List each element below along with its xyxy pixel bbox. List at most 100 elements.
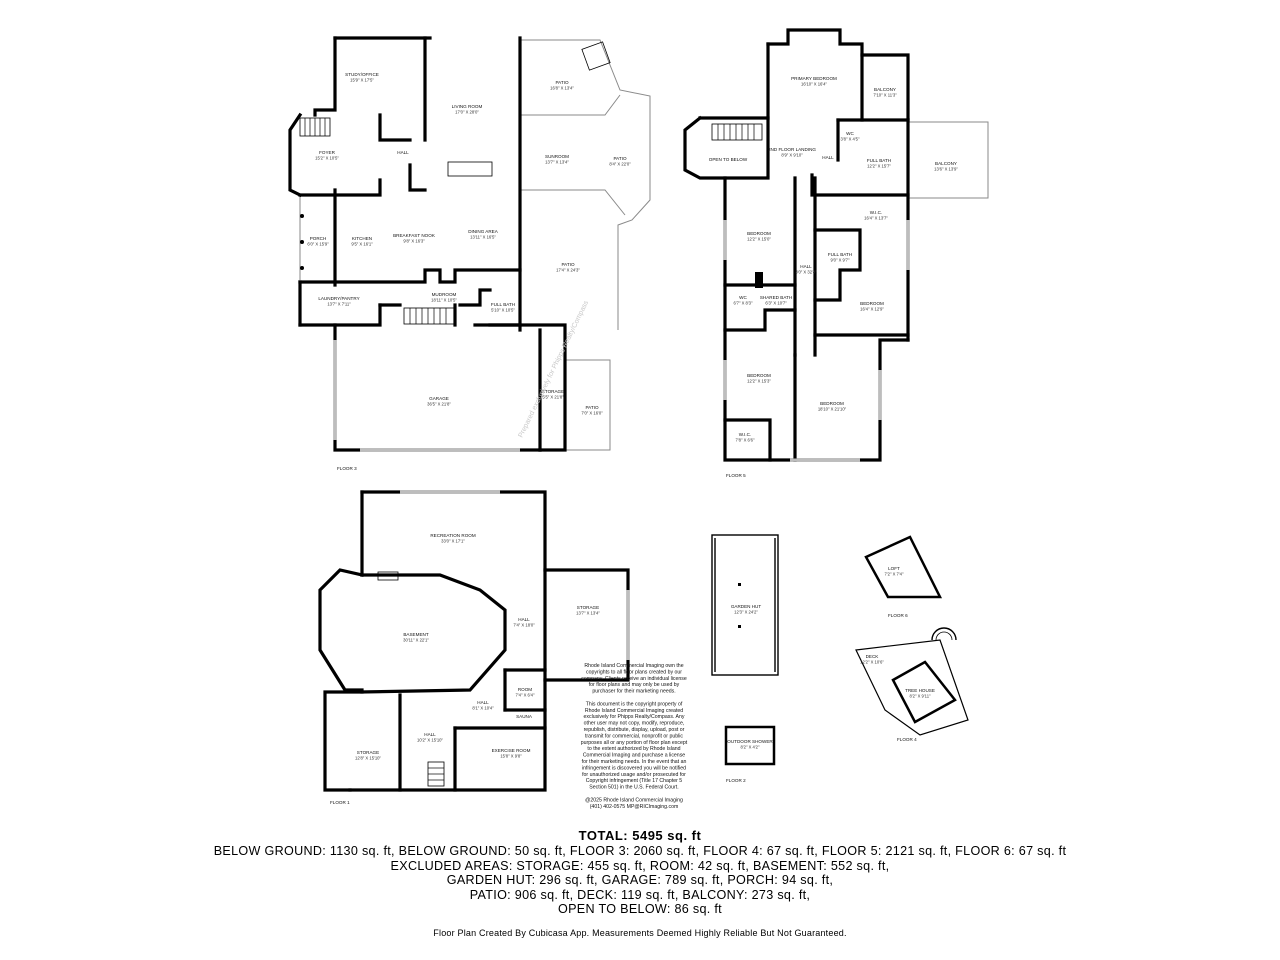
- area-line: PATIO: 906 sq. ft, DECK: 119 sq. ft, BAL…: [469, 887, 811, 902]
- room-label-rec: RECREATION ROOM: [430, 533, 476, 538]
- room-dimension-patio2: 8'4" X 22'0": [609, 162, 631, 167]
- room-dimension-gardenhut: 12'3" X 24'2": [734, 610, 758, 615]
- floor-5-label: FLOOR 5: [726, 473, 746, 478]
- room-dimension-bed3: 12'2" X 15'3": [747, 379, 771, 384]
- room-dimension-dining: 13'11" X 16'5": [470, 235, 496, 240]
- copyright-line: republish, distribute, display, upload, …: [584, 727, 685, 733]
- room-label-laundry: LAUNDRY/PANTRY: [318, 296, 359, 301]
- room-dimension-wic1: 16'4" X 13'7": [864, 216, 888, 221]
- room-dimension-basement: 30'11" X 22'1": [403, 638, 429, 643]
- room-dimension-breakfast: 9'8" X 16'3": [403, 239, 425, 244]
- room-label-shared: SHARED BATH: [760, 295, 792, 300]
- room-dimension-primary: 16'10" X 16'4": [801, 82, 828, 87]
- room-dimension-garage: 36'5" X 21'8": [427, 402, 451, 407]
- area-breakdown: BELOW GROUND: 1130 sq. ft, BELOW GROUND:…: [0, 844, 1280, 917]
- room-dimension-sunroom: 13'7" X 13'4": [545, 160, 569, 165]
- copyright-line: Copyright infringement (Title 17 Chapter…: [586, 778, 683, 784]
- room-dimension-shower: 8'2" X 4'2": [740, 745, 760, 750]
- room-dimension-balcony2: 13'6" X 13'9": [934, 167, 958, 172]
- room-dimension-storage2: 12'8" X 15'10": [355, 756, 382, 761]
- room-dimension-kitchen: 9'5" X 16'1": [351, 242, 373, 247]
- room-dimension-bed1: 12'2" X 15'0": [747, 237, 771, 242]
- copyright-line: for floor plans and may only be used by: [589, 682, 680, 688]
- room-label-bed2: BEDROOM: [860, 301, 884, 306]
- room-label-mudroom: MUDROOM: [432, 292, 457, 297]
- room-label-gardenhut: GARDEN HUT: [731, 604, 762, 609]
- room-label-hall2: HALL: [477, 700, 489, 705]
- room-dimension-loft: 7'2" X 7'4": [884, 572, 904, 577]
- floor-1-label: FLOOR 1: [330, 800, 350, 805]
- room-label-fullbath2: FULL BATH: [828, 252, 852, 257]
- room-label-exercise: EXERCISE ROOM: [492, 748, 531, 753]
- watermark: Prepared exclusively for Phipps Realty/C…: [518, 299, 591, 439]
- room-label-storage1: STORAGE: [577, 605, 599, 610]
- copyright-line: other user may not copy, modify, reprodu…: [584, 721, 685, 727]
- room-label-patio1: PATIO: [555, 80, 569, 85]
- room-dimension-study: 15'9" X 17'5": [350, 78, 374, 83]
- room-dimension-storage1: 13'7" X 13'4": [576, 611, 600, 616]
- room-dimension-foyer: 15'2" X 10'5": [315, 156, 339, 161]
- room-dimension-storage: 5'5" X 21'8": [542, 395, 564, 400]
- room-label-living: LIVING ROOM: [452, 104, 483, 109]
- room-label-patio2: PATIO: [613, 156, 627, 161]
- room-dimension-living: 17'0" X 28'0": [455, 110, 479, 115]
- room-dimension-treehouse: 8'2" X 9'11": [909, 694, 931, 699]
- copyright-line: to the extent authorized by Rhode Island: [587, 746, 680, 752]
- floor-6-label: FLOOR 6: [888, 613, 908, 618]
- room-label-foyer: FOYER: [319, 150, 336, 155]
- room-label-basement: BASEMENT: [403, 632, 428, 637]
- total-area: TOTAL: 5495 sq. ft: [578, 828, 702, 843]
- room-label-patio4: PATIO: [585, 405, 599, 410]
- room-label-sunroom: SUNROOM: [545, 154, 569, 159]
- copyright-line: Commercial Imaging and purchase a licens…: [583, 753, 685, 759]
- room-dimension-exercise: 15'8" X 9'8": [500, 754, 522, 759]
- room-label-dining: DINING AREA: [468, 229, 499, 234]
- copyright-line: infringement is discovered you will be n…: [582, 765, 686, 771]
- room-dimension-wc1: 3'8" X 4'5": [840, 137, 860, 142]
- room-label-patio3: PATIO: [561, 262, 575, 267]
- room-dimension-laundry: 13'7" X 7'11": [327, 302, 351, 307]
- room-label-balcony2: BALCONY: [935, 161, 957, 166]
- room-dimension-fullbath2: 9'0" X 9'7": [830, 258, 850, 263]
- copyright-line: Rhode Island Commercial Imaging created: [585, 708, 683, 714]
- room-label-wic2: W.I.C.: [739, 432, 752, 437]
- room-dimension-deck: 12'2" X 10'6": [860, 660, 884, 665]
- copyright-line: @2025 Rhode Island Commercial Imaging: [585, 797, 683, 803]
- room-label-fullbath: FULL BATH: [491, 302, 515, 307]
- floor-4-label: FLOOR 4: [897, 737, 917, 742]
- copyright-line: for unauthorized usage and/or prosecuted…: [582, 772, 686, 778]
- copyright-line: transmit for commercial, nonprofit or pu…: [585, 733, 683, 739]
- room-dimension-porch: 6'0" X 15'9": [307, 242, 329, 247]
- plan-credit: Floor Plan Created By Cubicasa App. Meas…: [433, 928, 847, 938]
- room-label-fullbath1: FULL BATH: [867, 158, 891, 163]
- room-label-loft: LOFT: [888, 566, 900, 571]
- room-label-hall1: HALL: [518, 617, 530, 622]
- room-label-kitchen: KITCHEN: [352, 236, 372, 241]
- room-dimension-shared: 6'3" X 10'7": [765, 301, 787, 306]
- room-label-wic1: W.I.C.: [870, 210, 883, 215]
- copyright-line: This document is the copyright property …: [586, 701, 683, 707]
- room-label-wc2: WC: [739, 295, 747, 300]
- room-dimension-wc2: 6'7" X 8'3": [733, 301, 753, 306]
- room-label-bed3: BEDROOM: [747, 373, 771, 378]
- room-label-shower: OUTDOOR SHOWER: [727, 739, 773, 744]
- room-label-bed4: BEDROOM: [820, 401, 844, 406]
- floor-1-stairs: [427, 761, 445, 787]
- room-dimension-hall1: 7'4" X 18'0": [513, 623, 535, 628]
- copyright-notice: Rhode Island Commercial Imaging own thec…: [581, 663, 688, 810]
- room-label-room: ROOM: [518, 687, 532, 692]
- floor-3-stairs: [299, 117, 455, 325]
- room-dimension-hall2: 8'1" X 10'4": [472, 706, 494, 711]
- room-dimension-balcony1: 7'10" X 11'3": [873, 93, 897, 98]
- room-dimension-fullbath1: 12'2" X 15'7": [867, 164, 891, 169]
- copyright-line: Section 501) in the U.S. Federal Court.: [589, 785, 678, 791]
